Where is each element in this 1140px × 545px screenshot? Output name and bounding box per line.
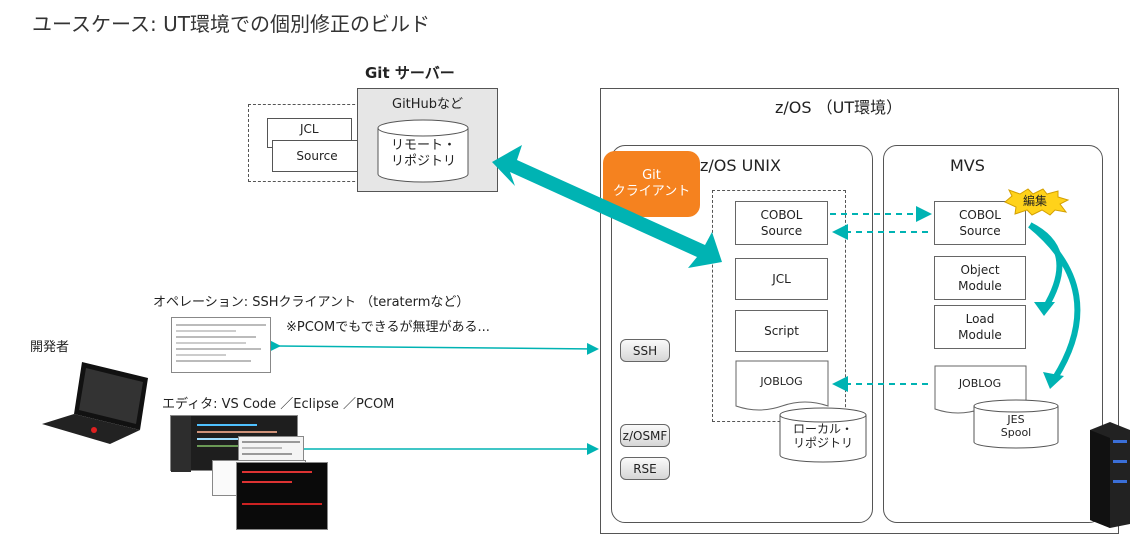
zos-unix-title: z/OS UNIX	[700, 156, 781, 175]
operation-label: オペレーション: SSHクライアント （teratermなど）	[153, 295, 470, 310]
mvs-joblog-label: JOBLOG	[958, 377, 1002, 390]
remote-repo-label: リモート・ リポジトリ	[390, 138, 456, 169]
local-repo-frame	[712, 190, 846, 422]
operation-note: ※PCOMでもできるが無理がある...	[286, 320, 490, 335]
ssh-service: SSH	[620, 339, 670, 362]
github-host-label: GitHubなど	[392, 97, 464, 112]
edit-badge-label: 編集	[1022, 194, 1047, 208]
unix-jcl: JCL	[735, 258, 828, 300]
unix-script: Script	[735, 310, 828, 352]
git-client-box: Git クライアント	[603, 151, 700, 217]
git-server-title: Git サーバー	[365, 64, 455, 82]
git-sync-arrow	[492, 145, 722, 268]
ssh-link	[268, 339, 599, 355]
laptop-icon	[42, 362, 148, 444]
ssh-client-screenshot	[171, 317, 271, 373]
unix-cobol-source: COBOL Source	[735, 201, 828, 245]
zos-title: z/OS （UT環境）	[775, 98, 903, 117]
local-repo-cylinder	[779, 407, 867, 463]
rse-service: RSE	[620, 457, 670, 480]
run-curve-arrow	[1028, 222, 1081, 380]
unix-joblog-label: JOBLOG	[760, 375, 803, 388]
mvs-object-module: Object Module	[934, 256, 1026, 300]
zosmf-service: z/OSMF	[620, 424, 670, 447]
editor-label: エディタ: VS Code ／Eclipse ／PCOM	[162, 397, 395, 412]
page-title: ユースケース: UT環境での個別修正のビルド	[32, 12, 430, 36]
mvs-title: MVS	[950, 156, 985, 175]
edit-badge-starburst	[1004, 188, 1070, 216]
developer-label: 開発者	[30, 340, 70, 355]
jes-spool-cylinder	[973, 399, 1059, 449]
jes-spool-label: JES Spool	[1000, 413, 1032, 440]
unix-joblog-doc	[735, 360, 829, 411]
git-source-file: Source	[272, 140, 362, 172]
mainframe-icon	[1090, 422, 1130, 528]
mvs-load-module: Load Module	[934, 305, 1026, 349]
local-repo-label: ローカル・ リポジトリ	[792, 422, 853, 451]
remote-repo-cylinder	[377, 119, 469, 183]
pcom-screenshot	[236, 462, 328, 530]
mvs-cobol-source: COBOL Source	[934, 201, 1026, 245]
git-jcl-label: JCL	[300, 122, 319, 136]
